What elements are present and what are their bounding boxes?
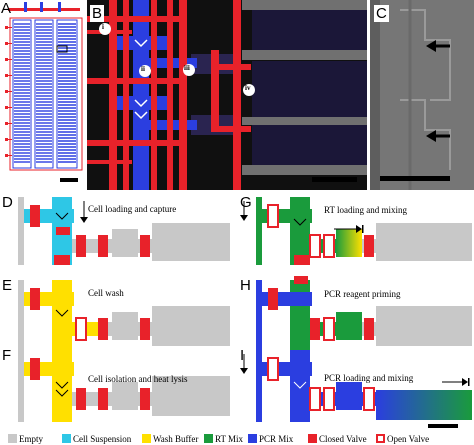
schematic-g <box>240 197 472 265</box>
marker-ii <box>139 65 151 77</box>
panel-e-label: E <box>2 277 13 294</box>
panel-b-label: B <box>90 5 105 22</box>
caption-g: RT loading and mixing <box>324 205 408 215</box>
panel-g: G RT loading and mixing <box>238 193 474 269</box>
legend-swatch <box>204 434 213 443</box>
micrograph-c <box>370 0 474 190</box>
panel-f-label: F <box>2 347 12 364</box>
caption-e: Cell wash <box>88 288 124 298</box>
legend-label: PCR Mix <box>259 433 294 444</box>
legend-item: Closed Valve <box>308 432 367 445</box>
schematic-f <box>18 350 230 422</box>
panel-a-label: A <box>1 0 12 17</box>
legend-label: Wash Buffer <box>153 433 199 444</box>
panel-d-label: D <box>2 194 13 211</box>
control-pin <box>5 26 8 29</box>
panel-c: C <box>370 0 474 190</box>
legend-label: Cell Suspension <box>73 433 132 444</box>
panel-d: D Cell loading and capture <box>0 193 232 269</box>
panel-i-label: I <box>240 347 245 364</box>
schematic-e <box>18 280 230 352</box>
control-pin <box>5 138 8 141</box>
legend-swatch <box>8 434 17 443</box>
control-pin <box>5 42 8 45</box>
micro-label-iv: iv <box>245 84 251 92</box>
legend-swatch <box>248 434 257 443</box>
legend-label: Empty <box>19 433 43 444</box>
control-pin <box>5 154 8 157</box>
legend-item: RT Mix <box>204 432 243 445</box>
legend-item: PCR Mix <box>248 432 293 445</box>
micro-label-iii: iii <box>184 64 190 72</box>
legend-swatch <box>376 434 385 443</box>
panel-e: E Cell wash <box>0 276 232 356</box>
panel-g-label: G <box>240 194 252 211</box>
legend-label: RT Mix <box>215 433 244 444</box>
panel-f: F Cell isolation and heat lysis <box>0 346 232 426</box>
legend-item: Wash Buffer <box>142 432 198 445</box>
legend-swatch <box>308 434 317 443</box>
control-pin <box>5 122 8 125</box>
panel-a: A <box>0 0 86 190</box>
legend-label: Closed Valve <box>319 433 367 444</box>
control-pin <box>5 74 8 77</box>
caption-f: Cell isolation and heat lysis <box>88 374 188 384</box>
legend: Empty Cell Suspension Wash Buffer RT Mix PCR… <box>8 432 474 445</box>
caption-i: PCR loading and mixing <box>324 373 414 383</box>
control-pin <box>5 106 8 109</box>
chip-overview-diagram <box>5 2 83 182</box>
marker-i <box>99 23 111 35</box>
marker-iii <box>183 64 195 76</box>
legend-swatch <box>62 434 71 443</box>
micro-label-i: i <box>102 23 104 31</box>
schematic-i <box>240 350 472 422</box>
marker-iv <box>243 84 255 96</box>
caption-d: Cell loading and capture <box>88 204 177 214</box>
legend-item: Open Valve <box>376 432 429 445</box>
panel-h-label: H <box>240 277 251 294</box>
schematic-h <box>256 276 472 352</box>
control-pin <box>5 58 8 61</box>
micro-label-ii: ii <box>141 65 145 73</box>
legend-label: Open Valve <box>387 433 430 444</box>
panel-c-label: C <box>374 5 389 22</box>
panel-h: H PCR reagent priming <box>238 276 474 356</box>
panel-i: I PCR loading and mixing <box>238 346 474 428</box>
legend-item: Cell Suspension <box>62 432 131 445</box>
caption-h: PCR reagent priming <box>324 289 401 299</box>
scale-bar-i <box>428 424 458 428</box>
control-pin <box>5 90 8 93</box>
legend-swatch <box>142 434 151 443</box>
panel-b: B i ii iii iv <box>87 0 367 190</box>
legend-item: Empty <box>8 432 43 445</box>
micrograph-b <box>87 0 367 190</box>
schematic-d <box>18 197 230 265</box>
